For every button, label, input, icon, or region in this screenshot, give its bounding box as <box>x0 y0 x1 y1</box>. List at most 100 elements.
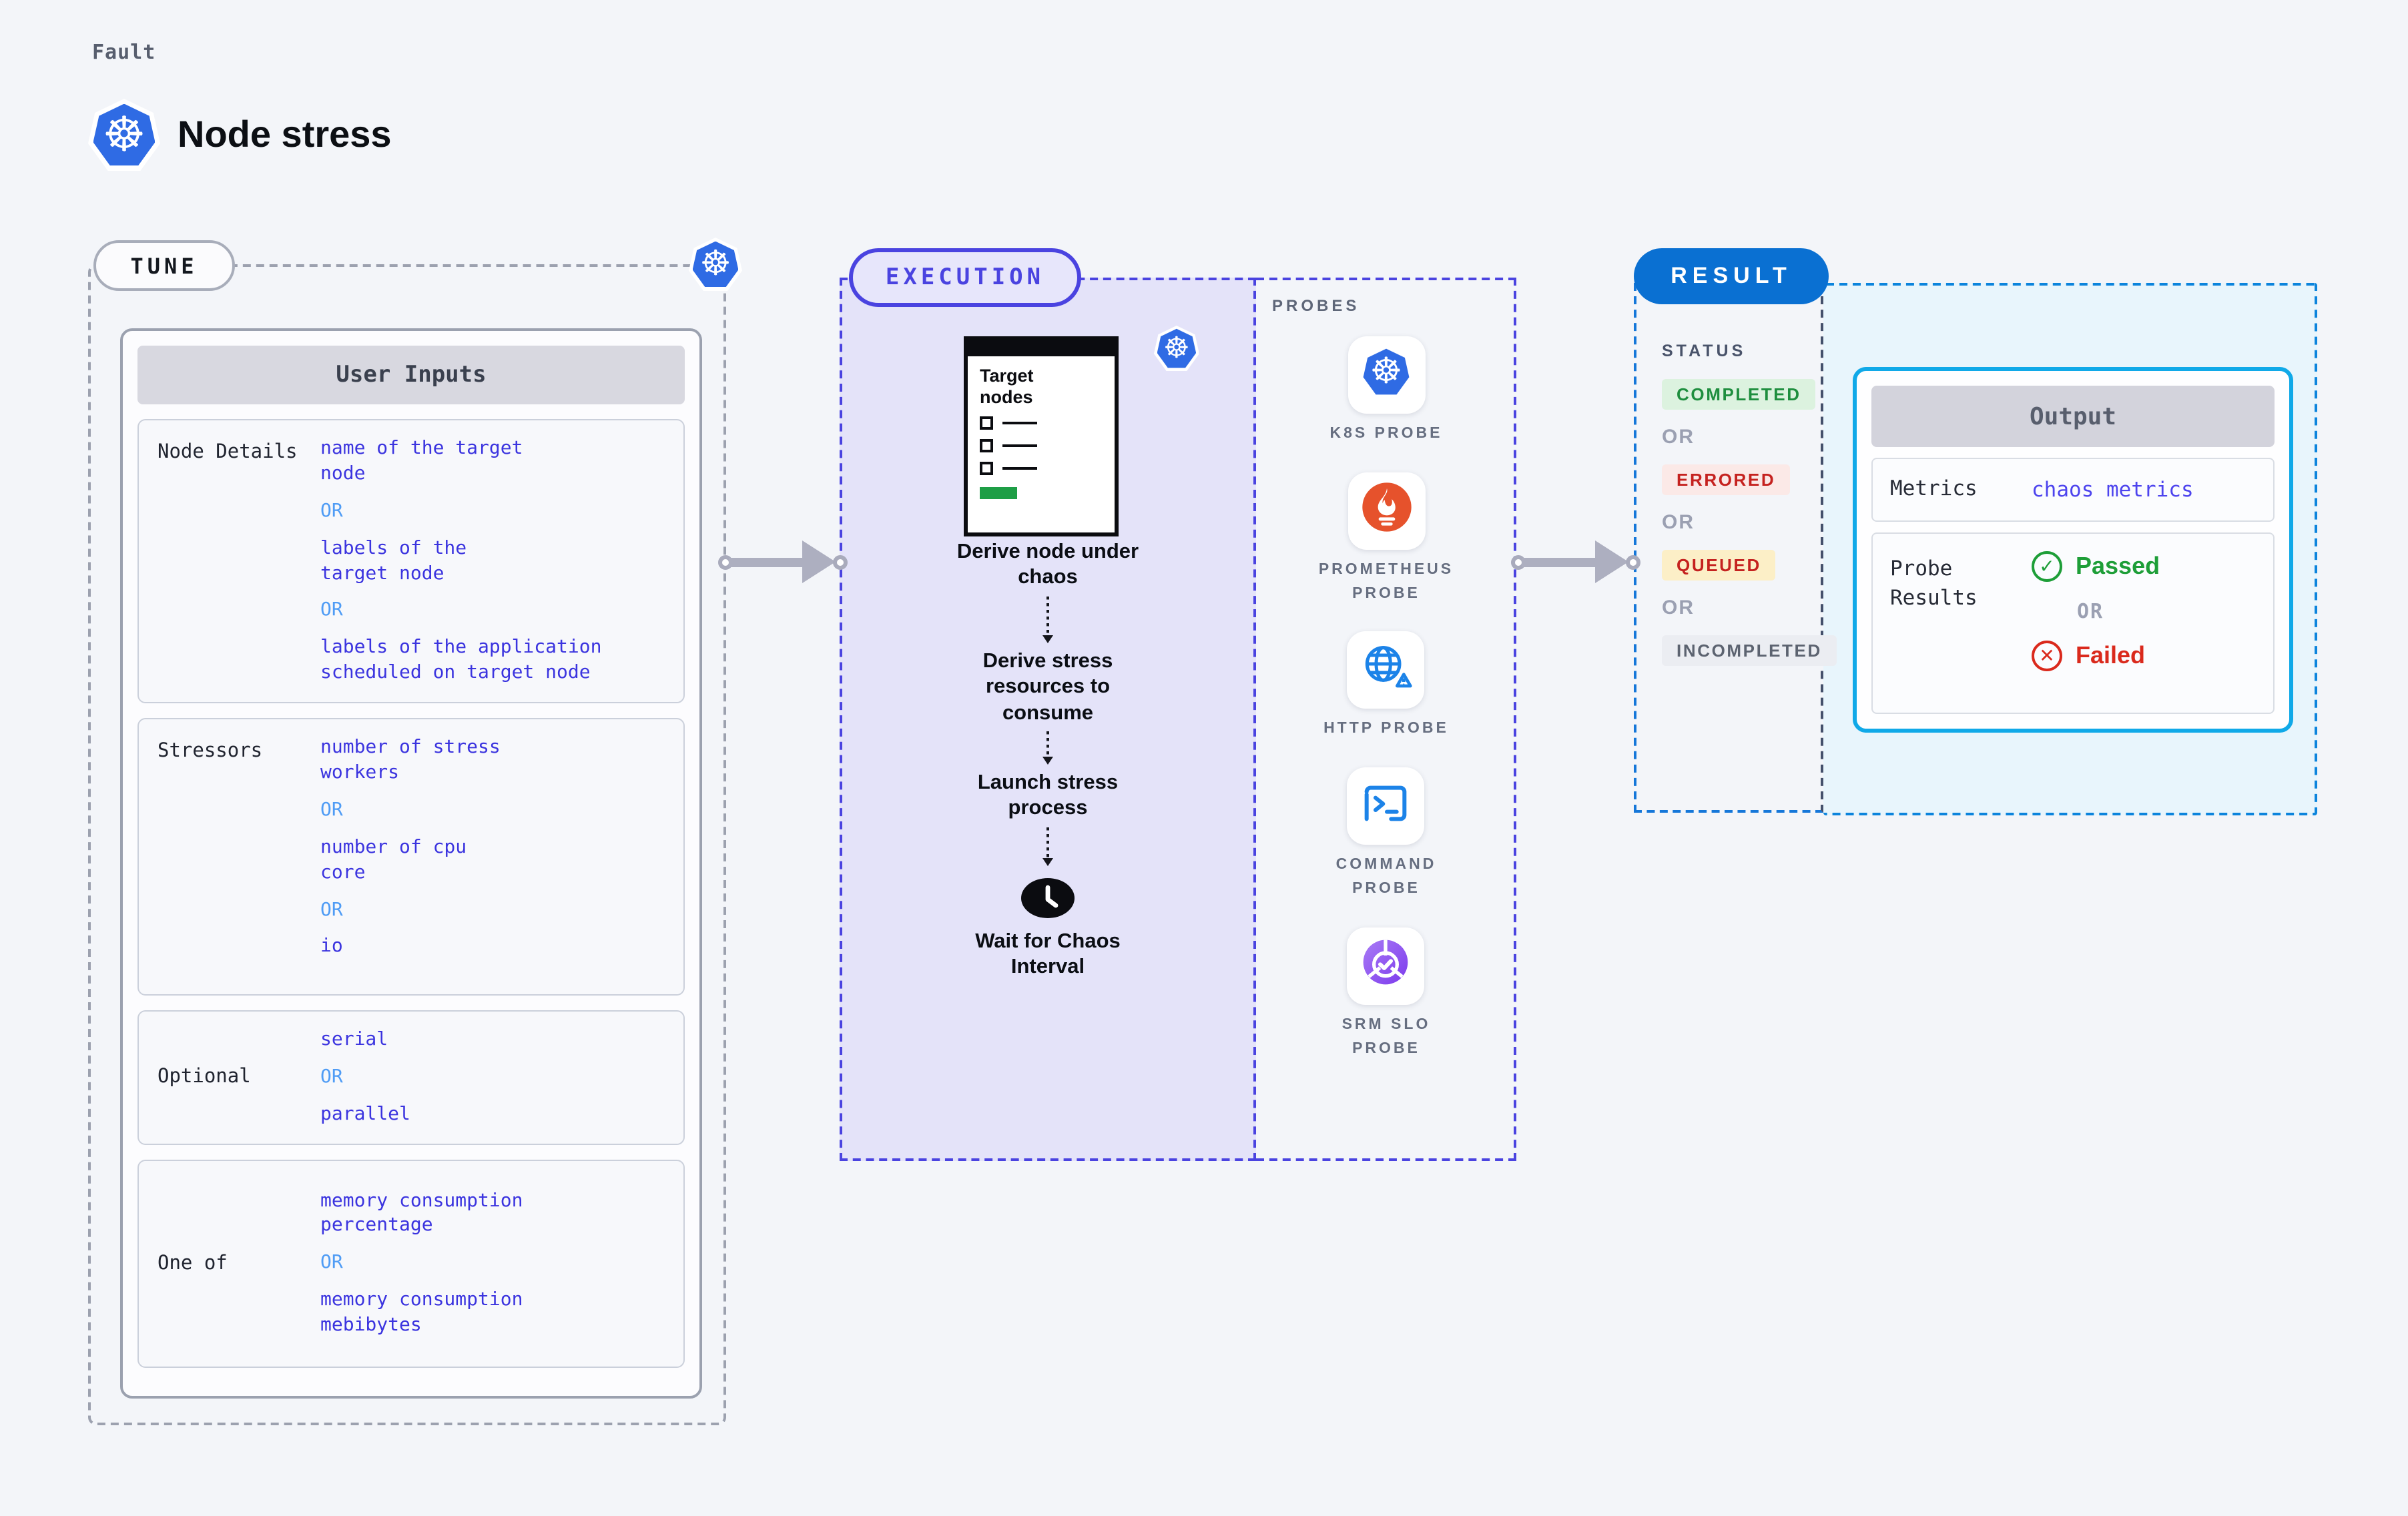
terminal-icon <box>1360 777 1413 837</box>
execution-badge: EXECUTION <box>849 248 1081 307</box>
probe-label: SRM SLO PROBE <box>1341 1016 1431 1057</box>
row-option: memory consumption percentage <box>320 1190 523 1236</box>
row-option: io <box>320 935 343 958</box>
probe-item: HTTP PROBE <box>1323 631 1449 743</box>
row-label: Node Details <box>158 442 298 463</box>
wait-step: Wait for Chaos Interval <box>975 929 1121 978</box>
execution-step: Launch stress process <box>977 771 1119 820</box>
step-connector-icon <box>1042 731 1053 765</box>
or-separator: OR <box>320 899 343 921</box>
probe-icon-card <box>1347 631 1425 709</box>
passed-label: Passed <box>2076 552 2160 579</box>
failed-label: Failed <box>2076 642 2146 669</box>
checklist-item <box>980 416 1103 430</box>
or-separator: OR <box>1662 511 1695 534</box>
tune-to-execution-arrow-icon <box>718 539 848 585</box>
probe-label: COMMAND PROBE <box>1335 857 1437 897</box>
status-badge: QUEUED <box>1662 550 1776 581</box>
row-label: One of <box>158 1252 228 1274</box>
card-titlebar <box>964 340 1119 356</box>
passed-result: ✓ Passed <box>2032 551 2160 582</box>
probe-label: HTTP PROBE <box>1323 721 1449 737</box>
status-badge: COMPLETED <box>1662 379 1816 410</box>
or-separator: OR <box>1662 426 1695 448</box>
step-connector-icon <box>1042 827 1053 866</box>
status-badge: INCOMPLETED <box>1662 635 1837 666</box>
checklist-item <box>980 462 1103 476</box>
row-option: name of the target node <box>320 438 523 484</box>
probe-item: PROMETHEUS PROBE <box>1319 472 1454 607</box>
row-option: number of stress workers <box>320 737 501 784</box>
metrics-value: chaos metrics <box>2032 478 2194 502</box>
row-label: Optional <box>158 1066 251 1088</box>
probe-item: ☸K8S PROBE <box>1330 336 1443 447</box>
or-separator: OR <box>1662 597 1695 619</box>
page-title: Node stress <box>178 113 392 155</box>
execution-step: Derive node under chaos <box>956 540 1139 589</box>
probe-item: COMMAND PROBE <box>1335 767 1437 902</box>
prometheus-icon <box>1360 481 1413 541</box>
probes-section <box>1256 278 1516 1161</box>
line-placeholder <box>1002 422 1037 425</box>
or-separator: OR <box>2077 599 2104 623</box>
checklist-item <box>980 439 1103 453</box>
clock-icon <box>1020 876 1076 925</box>
progress-bar <box>980 487 1017 500</box>
checkbox-icon <box>980 416 993 430</box>
kubernetes-corner-icon: ☸ <box>689 238 742 291</box>
slo-pie-icon <box>1360 936 1413 996</box>
line-placeholder <box>1002 467 1037 470</box>
tune-badge: TUNE <box>93 240 235 291</box>
checkbox-icon <box>980 462 993 476</box>
row-option: serial <box>320 1029 388 1051</box>
metrics-label: Metrics <box>1890 476 1978 501</box>
row-option: labels of the application scheduled on t… <box>320 637 602 684</box>
kubernetes-badge-icon: ☸ <box>1153 326 1199 371</box>
execution-step: Derive stress resources to consume <box>982 649 1113 725</box>
line-placeholder <box>1002 444 1037 448</box>
checklist <box>980 416 1103 476</box>
output-header: Output <box>1871 386 2275 447</box>
user-inputs-header: User Inputs <box>137 346 685 404</box>
metrics-row: Metrics chaos metrics <box>1871 458 2275 522</box>
probe-results-row: Probe Results ✓ Passed OR ✕ Failed <box>1871 532 2275 714</box>
or-separator: OR <box>320 1252 343 1274</box>
probes-list: ☸K8S PROBE PROMETHEUS PROBE HTTP PROBE COMM… <box>1256 336 1516 1062</box>
probes-to-result-arrow-icon <box>1511 539 1640 585</box>
row-option: memory consumption mebibytes <box>320 1289 523 1337</box>
tune-section <box>88 264 726 1425</box>
probe-icon-card: ☸ <box>1347 336 1425 414</box>
target-nodes-card: Target nodes <box>964 336 1119 536</box>
checkbox-icon <box>980 439 993 453</box>
probe-icon-card <box>1347 767 1425 845</box>
user-inputs-card: User Inputs Node Details name of the targ… <box>120 328 702 1399</box>
or-separator: OR <box>320 500 343 522</box>
row-option: parallel <box>320 1103 410 1125</box>
row-option: number of cpu core <box>320 836 467 883</box>
fault-eyebrow: Fault <box>92 40 156 64</box>
probe-icon-card <box>1347 927 1425 1005</box>
result-badge: RESULT <box>1634 248 1829 304</box>
failed-result: ✕ Failed <box>2032 641 2160 671</box>
probe-results-label: Probe Results <box>1890 556 1978 610</box>
globe-alert-icon <box>1360 641 1413 701</box>
probe-item: SRM SLO PROBE <box>1342 927 1431 1062</box>
output-card: Output Metrics chaos metrics Probe Resul… <box>1853 367 2293 733</box>
or-separator: OR <box>320 1066 343 1088</box>
passed-check-icon: ✓ <box>2032 551 2062 582</box>
probes-title: PROBES <box>1272 296 1360 315</box>
or-separator: OR <box>320 599 343 621</box>
status-title: STATUS <box>1662 342 1747 360</box>
